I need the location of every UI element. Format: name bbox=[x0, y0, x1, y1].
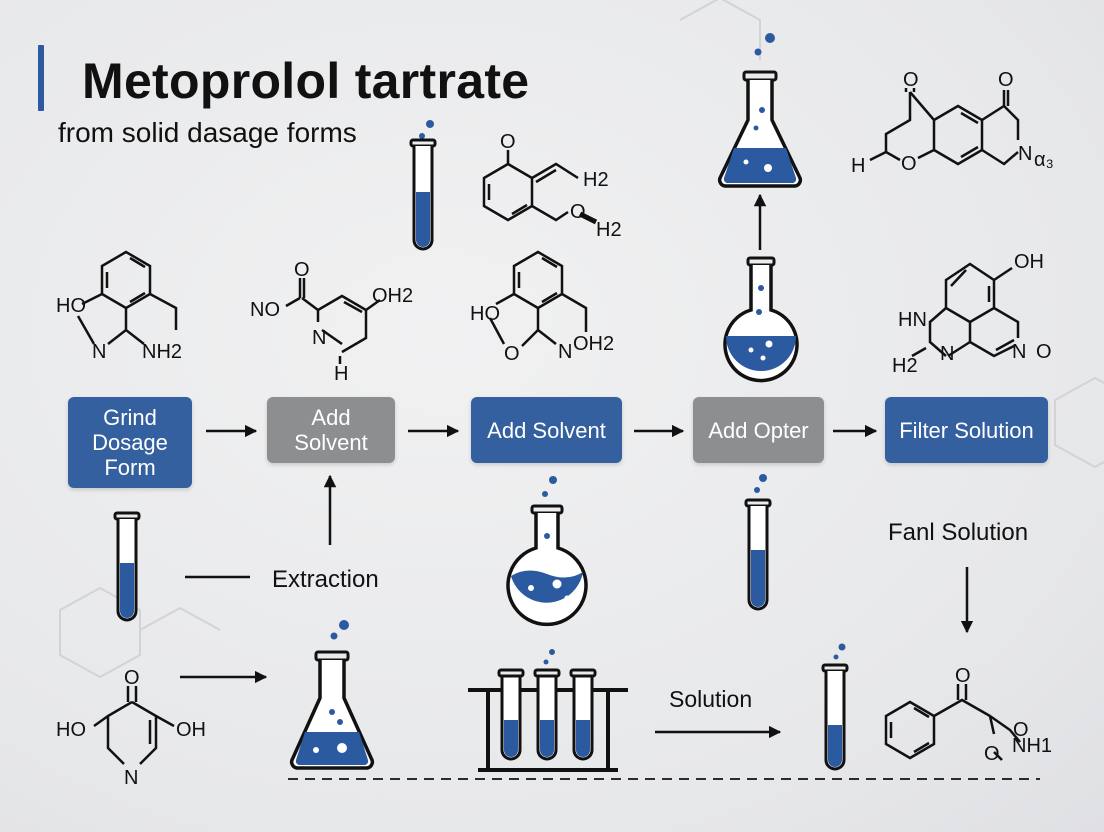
step-label: Add Opter bbox=[708, 417, 809, 443]
step-label: Filter Solution bbox=[899, 417, 1034, 443]
chemical-structure-4: O NO OH2 N H bbox=[250, 259, 413, 385]
step-label: Grind Dosage Form bbox=[92, 405, 168, 480]
label-solution: Solution bbox=[669, 686, 753, 712]
atom-label: H2 bbox=[583, 169, 609, 191]
test-tube-icon bbox=[821, 643, 849, 771]
erlenmeyer-flask-icon bbox=[717, 33, 803, 188]
step-add-opter: Add Opter bbox=[693, 397, 824, 463]
label-final-solution: Fanl Solution bbox=[888, 519, 1029, 546]
chemical-structure-7: O HO OH N bbox=[56, 667, 206, 789]
step-add-solvent-2: Add Solvent bbox=[471, 397, 622, 463]
atom-label: O bbox=[500, 131, 516, 153]
round-flask-icon bbox=[506, 476, 588, 627]
atom-label: OH bbox=[176, 719, 206, 741]
background-hexagon-decoration bbox=[59, 0, 1104, 679]
chemical-structure-1: O H2 O H2 bbox=[482, 131, 622, 241]
atom-label: O bbox=[1036, 341, 1052, 363]
label-extraction: Extraction bbox=[272, 566, 379, 593]
test-tube-icon bbox=[113, 511, 141, 622]
atom-label: HN bbox=[898, 309, 927, 331]
atom-label: N bbox=[940, 343, 954, 365]
atom-label: HO bbox=[56, 719, 86, 741]
erlenmeyer-flask-icon bbox=[289, 620, 375, 770]
atom-label: H2 bbox=[892, 355, 918, 377]
round-flask-icon bbox=[723, 256, 799, 383]
atom-label: O bbox=[903, 69, 919, 91]
title-accent-bar bbox=[38, 45, 44, 111]
atom-label: O bbox=[901, 153, 917, 175]
atom-label: NO bbox=[250, 299, 280, 321]
diagram-title: Metoprolol tartrate bbox=[82, 53, 530, 109]
atom-label: O bbox=[1013, 719, 1029, 741]
atom-label: OH2 bbox=[573, 333, 614, 355]
atom-label: OH bbox=[1014, 251, 1044, 273]
chemical-structure-2: O O H O N α₃ bbox=[851, 69, 1054, 177]
atom-label: HO bbox=[56, 295, 86, 317]
atom-label: O bbox=[294, 259, 310, 281]
atom-label: H bbox=[851, 155, 865, 177]
atom-label: NH1 bbox=[1012, 735, 1052, 757]
atom-label: O bbox=[955, 665, 971, 687]
step-grind-dosage-form: Grind Dosage Form bbox=[68, 397, 192, 488]
atom-label: N bbox=[558, 341, 572, 363]
atom-label: α₃ bbox=[1034, 149, 1054, 171]
step-add-solvent-1: Add Solvent bbox=[267, 397, 395, 463]
chemical-structure-6: OH HN H2 N N O bbox=[892, 251, 1052, 377]
atom-label: HO bbox=[470, 303, 500, 325]
atom-label: O bbox=[124, 667, 140, 689]
test-tube-icon bbox=[409, 120, 437, 251]
atom-label: O bbox=[998, 69, 1014, 91]
atom-label: H bbox=[334, 363, 348, 385]
step-label: Add Solvent bbox=[294, 405, 368, 455]
atom-label: N bbox=[312, 327, 326, 349]
atom-label: O bbox=[504, 343, 520, 365]
chemical-structure-5: HO O N OH2 bbox=[470, 250, 614, 365]
flow-arrows bbox=[180, 193, 1040, 780]
atom-label: N bbox=[1012, 341, 1026, 363]
step-filter-solution: Filter Solution bbox=[885, 397, 1048, 463]
atom-label: N bbox=[1018, 143, 1032, 165]
step-label: Add Solvent bbox=[487, 417, 606, 443]
diagram-subtitle: from solid dasage forms bbox=[58, 117, 357, 148]
test-tube-icon bbox=[744, 474, 772, 611]
chemical-structure-8: O O O NH1 bbox=[884, 665, 1052, 765]
atom-label: N bbox=[92, 341, 106, 363]
atom-label: O bbox=[984, 743, 1000, 765]
atom-label: H2 bbox=[596, 219, 622, 241]
test-tube-rack-icon bbox=[468, 649, 628, 772]
atom-label: OH2 bbox=[372, 285, 413, 307]
atom-label: O bbox=[570, 201, 586, 223]
atom-label: N bbox=[124, 767, 138, 789]
chemical-structure-3: HO N NH2 bbox=[56, 250, 182, 363]
atom-label: NH2 bbox=[142, 341, 182, 363]
